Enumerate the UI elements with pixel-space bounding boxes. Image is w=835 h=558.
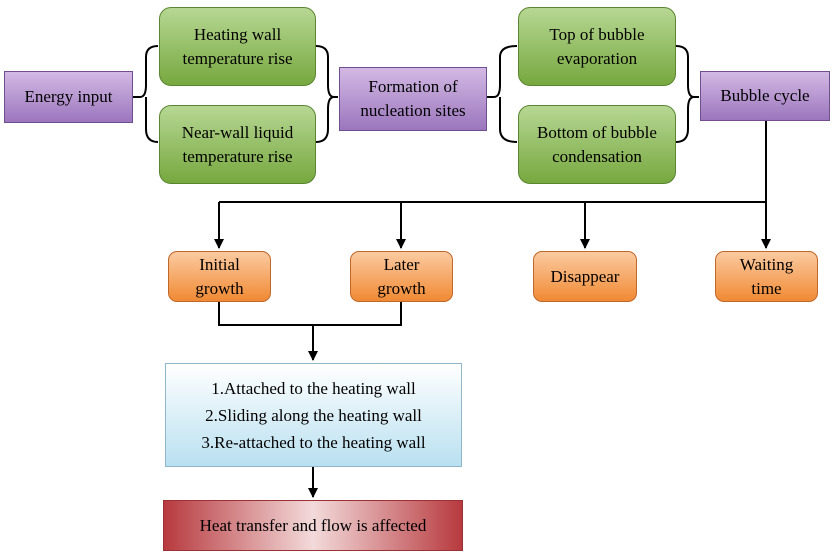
bottom-bubble-condensation-node: Bottom of bubble condensation: [518, 105, 676, 184]
waiting-time-node: Waiting time: [715, 251, 818, 302]
brace-right: [675, 45, 699, 143]
disappear-node: Disappear: [533, 251, 637, 302]
behavior-item: 2.Sliding along the heating wall: [205, 405, 422, 425]
nucleation-sites-node: Formation of nucleation sites: [339, 67, 487, 131]
later-growth-node: Later growth: [350, 251, 453, 302]
near-wall-liquid-node: Near-wall liquid temperature rise: [159, 105, 316, 184]
energy-input-node: Energy input: [4, 71, 133, 123]
bubble-cycle-node: Bubble cycle: [700, 71, 830, 121]
behavior-item: 3.Re-attached to the heating wall: [201, 432, 426, 452]
top-bubble-evaporation-node: Top of bubble evaporation: [518, 7, 676, 86]
initial-growth-node: Initial growth: [168, 251, 271, 302]
brace-middle-out: [487, 45, 518, 143]
bubble-behavior-list: 1.Attached to the heating wall 2.Sliding…: [165, 363, 462, 467]
heating-wall-temperature-node: Heating wall temperature rise: [159, 7, 316, 86]
heat-transfer-node: Heat transfer and flow is affected: [163, 500, 463, 551]
brace-left: [133, 45, 159, 143]
behavior-item: 1.Attached to the heating wall: [211, 378, 416, 398]
merge-line: [218, 302, 402, 326]
brace-middle-in: [315, 45, 338, 143]
